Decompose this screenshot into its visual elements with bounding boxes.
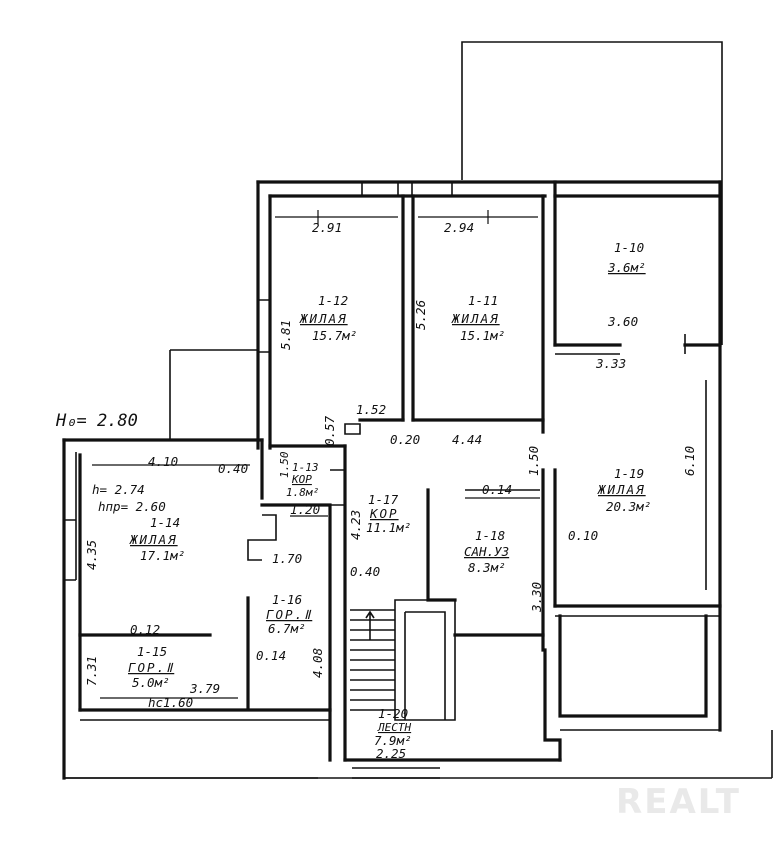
dim-label: 0.12 [130, 622, 160, 637]
room-1-11-area: 15.1м² [460, 328, 505, 343]
staircase [350, 599, 456, 721]
dim-label: 0.20 [390, 432, 420, 447]
room-1-11-name: ЖИЛАЯ [451, 311, 500, 326]
room-1-14-id: 1-14 [150, 515, 180, 530]
room-1-19-id: 1-19 [614, 466, 644, 481]
room-1-18-name: САН.УЗ [464, 544, 509, 559]
room-1-13-area: 1.8м² [286, 486, 319, 499]
corridor-top-wall [268, 418, 545, 448]
room-1-10-area: 3.6м² [607, 260, 646, 275]
room-1-10-id: 1-10 [614, 240, 644, 255]
room-1-16-id: 1-16 [272, 592, 302, 607]
room-1-18-area: 8.3м² [468, 560, 506, 575]
dim-label: 3.33 [595, 356, 626, 371]
dim-label: 2.91 [312, 220, 342, 235]
room-1-12-id: 1-12 [318, 293, 348, 308]
window-top-1 [361, 182, 453, 196]
room-1-11-id: 1-11 [468, 293, 498, 308]
room-1-19-area: 20.3м² [606, 499, 651, 514]
room-1-17-name: КОР [369, 506, 399, 521]
room-1-16-name: ГОР.Ⅱ [266, 607, 312, 622]
room-1-14-hpr: hпр= 2.60 [98, 499, 166, 514]
dim-label: 0.10 [568, 528, 598, 543]
room-1-12-area: 15.7м² [312, 328, 357, 343]
dim-label: 3.79 [189, 681, 220, 696]
dim-label: 5.26 [413, 300, 428, 330]
room-1-13-name: КОР [291, 473, 312, 486]
room-1-20-id: 1-20 [378, 706, 408, 721]
dim-label: 0.40 [218, 461, 248, 476]
dim-label: 2.94 [444, 220, 474, 235]
dim-label: 4.23 [348, 510, 363, 540]
room-1-14-area: 17.1м² [140, 548, 185, 563]
dimension-lines [80, 210, 540, 699]
dim-label: 0.40 [350, 564, 380, 579]
corridor-door [330, 469, 345, 506]
dim-label: 7.31 [84, 656, 99, 686]
dim-label: 3.60 [607, 314, 638, 329]
dim-label: 6.10 [682, 446, 697, 476]
wall-1-10-bottom-inner [555, 334, 686, 355]
room-1-15-id: 1-15 [137, 644, 167, 659]
room-1-14-h: h= 2.74 [92, 482, 145, 497]
dim-label: 0.57 [322, 415, 337, 446]
partition-1-11-1-10 [541, 194, 557, 434]
room-1-15-name: ГОР.Ⅱ [128, 660, 174, 675]
room-1-14-right [260, 438, 332, 762]
partition-1-12-1-11 [401, 194, 415, 422]
room-1-18-id: 1-18 [475, 528, 505, 543]
room-1-20-name: ЛЕСТН [377, 721, 411, 734]
watermark: REALT [616, 782, 741, 822]
right-lower-block [558, 614, 708, 718]
dim-label: 1.20 [290, 502, 320, 517]
annex-outline [461, 41, 723, 345]
room-1-14-notch [247, 514, 277, 561]
level-height-label: H₀= 2.80 [55, 411, 138, 431]
right-bottom-step [543, 648, 562, 762]
dim-label: 0.14 [256, 648, 286, 663]
dim-label: 2.25 [376, 746, 406, 761]
left-window [64, 452, 77, 581]
dim-label: 5.81 [278, 320, 293, 350]
dim-label: 1.70 [272, 551, 302, 566]
room-1-13-id: 1-13 [292, 461, 319, 474]
room-1-16-area: 6.7м² [268, 621, 306, 636]
wall-1-17-1-18 [426, 488, 457, 602]
dim-label: 4.10 [148, 454, 178, 469]
room-1-19-name: ЖИЛАЯ [597, 482, 646, 497]
walls [62, 41, 773, 780]
room-1-17-id: 1-17 [368, 492, 399, 507]
room-1-15-area: 5.0м² [132, 675, 170, 690]
dim-label: hс1.60 [148, 695, 193, 710]
dim-label: 1.50 [278, 451, 291, 478]
corridor-top-wall-inner [344, 423, 361, 435]
room-1-20-area: 7.9м² [374, 733, 412, 748]
outer-frame-bottom [64, 730, 773, 779]
room-labels: 1-10 3.6м² 1-11 ЖИЛАЯ 15.1м² 1-12 ЖИЛАЯ … [92, 240, 651, 748]
room-1-12-name: ЖИЛАЯ [299, 311, 348, 326]
dim-label: 1.50 [526, 446, 541, 476]
dim-label: 4.44 [452, 432, 482, 447]
left-upper-outline [169, 349, 258, 440]
room-1-17-area: 11.1м² [366, 520, 411, 535]
right-wing-top [553, 180, 722, 198]
window-left-1-12 [258, 299, 270, 353]
dim-label: 1.52 [356, 402, 386, 417]
dim-label: 4.35 [84, 540, 99, 570]
dim-label: 4.08 [310, 648, 325, 678]
dim-label: 0.14 [482, 482, 512, 497]
stair-outer [352, 767, 440, 779]
dimension-labels: 2.91 2.94 3.60 3.33 5.81 5.26 1.52 0.57 … [84, 220, 697, 761]
room-1-14-name: ЖИЛАЯ [129, 532, 178, 547]
dim-label: 3.30 [529, 582, 544, 613]
